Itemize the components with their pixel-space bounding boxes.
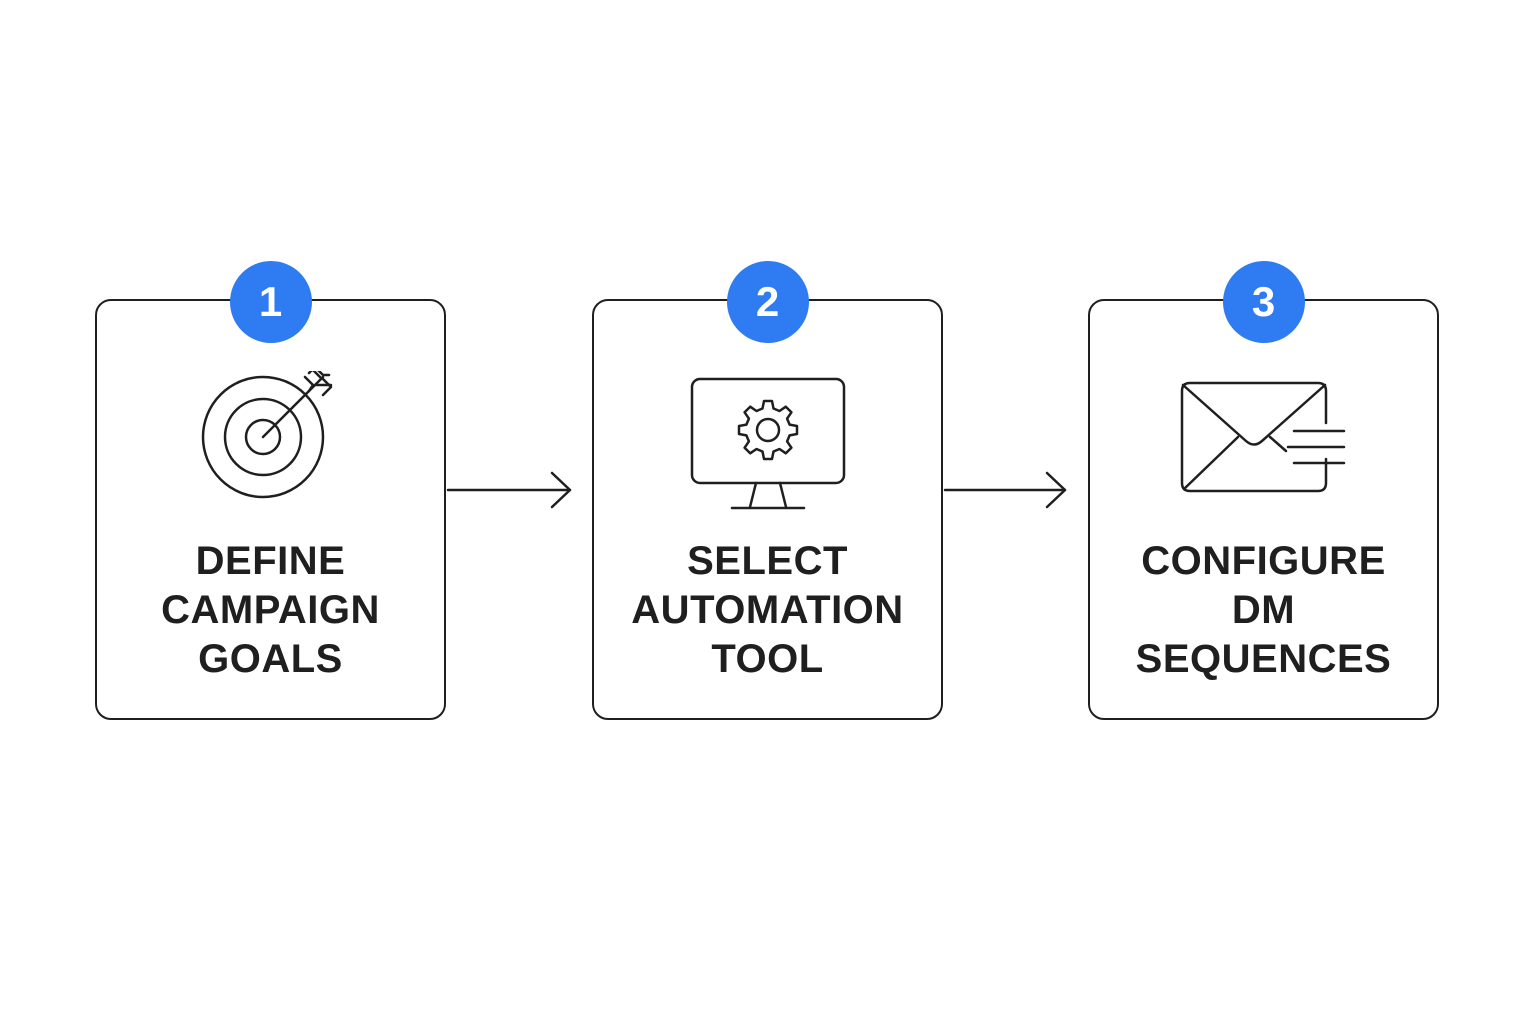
arrow-right-icon — [446, 470, 576, 510]
step-label-line: SELECT — [687, 539, 848, 583]
step-card-configure-sequences: 3 CONFIGURE DM SEQUENCES — [1088, 261, 1439, 720]
step-label-line: SEQUENCES — [1135, 637, 1392, 681]
target-icon — [181, 371, 361, 521]
arrow-right-icon — [943, 470, 1073, 510]
step-label: DEFINE CAMPAIGN GOALS — [107, 537, 434, 684]
step-number-badge: 2 — [726, 261, 809, 343]
step-card-select-tool: 2 SELECT AUTOMATION TOOL — [592, 261, 943, 720]
step-label-line: CONFIGURE — [1141, 539, 1386, 583]
step-label-line: DEFINE — [195, 539, 346, 583]
envelope-send-icon — [1174, 371, 1354, 521]
step-label-line: GOALS — [198, 637, 343, 681]
monitor-gear-icon — [678, 371, 858, 521]
step-label-line: TOOL — [711, 637, 824, 681]
step-number-badge: 3 — [1222, 261, 1305, 343]
step-label-line: AUTOMATION — [631, 588, 904, 632]
step-label-line: DM — [1231, 588, 1296, 632]
step-label: CONFIGURE DM SEQUENCES — [1100, 537, 1427, 684]
step-card-define-goals: 1 DEFINE CAMPAIGN GOALS — [95, 261, 446, 720]
step-label: SELECT AUTOMATION TOOL — [604, 537, 931, 684]
step-number-badge: 1 — [229, 261, 312, 343]
step-label-line: CAMPAIGN — [161, 588, 380, 632]
